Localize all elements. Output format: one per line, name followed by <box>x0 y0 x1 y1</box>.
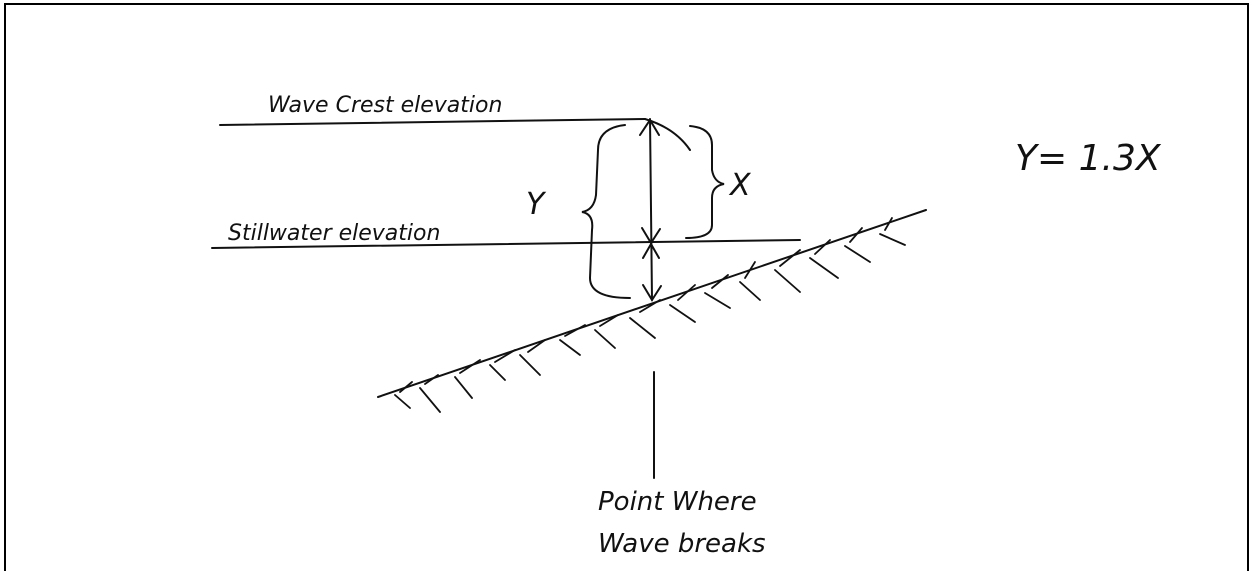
stillwater-label: Stillwater elevation <box>228 221 440 246</box>
arrow-head-top <box>639 118 660 136</box>
seabed-hatching <box>394 217 906 413</box>
x-label: X <box>728 168 752 203</box>
brace-x <box>685 125 725 239</box>
break-point-label-line1: Point Where <box>598 487 757 517</box>
wave-crest-line <box>219 118 646 126</box>
stillwater-line <box>211 239 801 249</box>
y-label: Y <box>526 187 547 222</box>
diagram-frame <box>4 3 1249 571</box>
arrow-head-bottom <box>642 284 662 302</box>
brace-y <box>581 124 631 299</box>
seabed-line <box>377 209 927 398</box>
break-point-label-line2: Wave breaks <box>598 529 766 559</box>
wave-crest-label: Wave Crest elevation <box>268 93 502 118</box>
equation-label: Y= 1.3X <box>1015 138 1162 179</box>
arrow-head-stillwater-up <box>642 241 660 259</box>
height-arrow-shaft <box>649 118 653 301</box>
